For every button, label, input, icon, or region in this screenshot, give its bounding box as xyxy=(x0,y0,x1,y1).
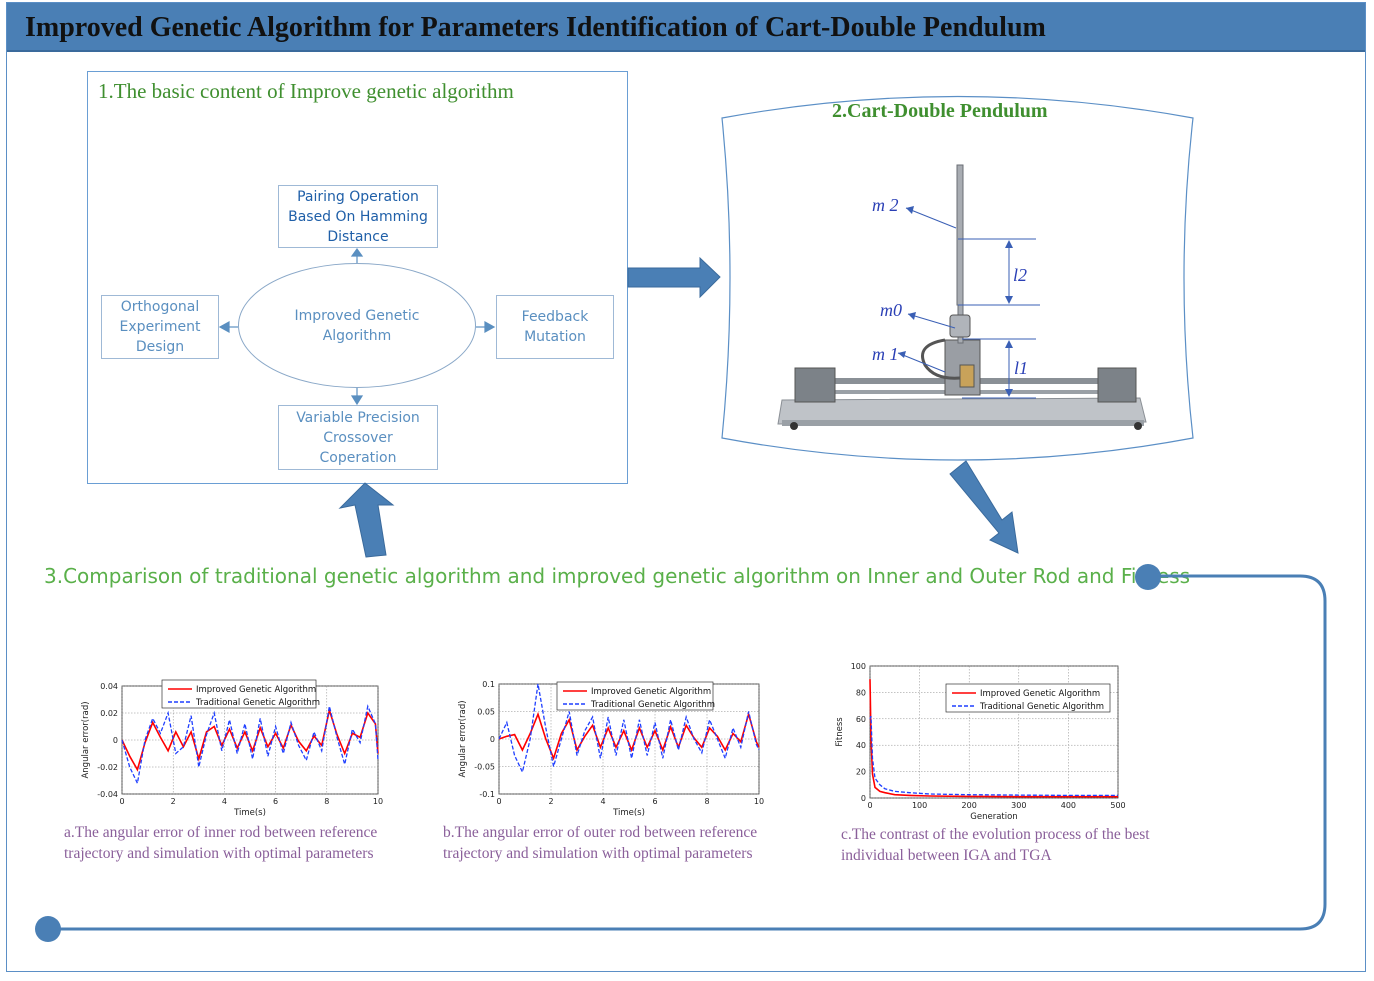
y-tick-label: 0.02 xyxy=(100,709,118,718)
caption-a: a.The angular error of inner rod between… xyxy=(64,824,378,862)
x-tick-label: 8 xyxy=(704,797,709,806)
x-tick-label: 2 xyxy=(548,797,553,806)
section2-title: 2.Cart-Double Pendulum xyxy=(832,100,1048,122)
label-m2: m 2 xyxy=(872,195,899,215)
y-tick-label: 0.1 xyxy=(482,680,495,689)
x-tick-label: 100 xyxy=(912,801,927,810)
x-tick-label: 0 xyxy=(496,797,501,806)
x-tick-label: 6 xyxy=(652,797,657,806)
x-tick-label: 8 xyxy=(324,797,329,806)
y-tick-label: 0.05 xyxy=(477,708,495,717)
legend-label-0: Improved Genetic Algorithm xyxy=(591,687,711,697)
legend-label-1: Traditional Genetic Algorithm xyxy=(590,700,715,710)
y-tick-label: 0 xyxy=(113,736,118,745)
y-tick-label: -0.04 xyxy=(97,790,118,799)
x-axis-label: Time(s) xyxy=(233,808,266,818)
section1-title: 1.The basic content of Improve genetic a… xyxy=(98,79,514,103)
label-m1: m 1 xyxy=(872,344,899,364)
y-tick-label: 100 xyxy=(851,662,866,671)
y-tick-label: 60 xyxy=(856,715,866,724)
caption-c: c.The contrast of the evolution process … xyxy=(841,826,1150,864)
series-line-1 xyxy=(498,683,760,774)
legend-box xyxy=(161,679,317,709)
series-line-0 xyxy=(869,679,1118,798)
x-tick-label: 0 xyxy=(119,797,124,806)
poster-frame xyxy=(6,2,1366,972)
x-axis-label: Time(s) xyxy=(612,808,645,818)
y-axis-label: Fitness xyxy=(835,717,845,747)
y-axis-label: Angular error(rad) xyxy=(81,701,91,778)
arrow-down-right-icon xyxy=(949,460,1019,554)
y-tick-label: -0.05 xyxy=(474,763,495,772)
y-tick-label: 0 xyxy=(861,794,866,803)
section3-title: 3.Comparison of traditional genetic algo… xyxy=(44,564,1191,588)
x-tick-label: 10 xyxy=(373,797,383,806)
series-line-1 xyxy=(121,704,379,786)
legend-label-0: Improved Genetic Algorithm xyxy=(980,689,1100,699)
x-tick-label: 0 xyxy=(867,801,872,810)
y-tick-label: 0 xyxy=(490,735,495,744)
label-l2: l2 xyxy=(1013,265,1027,285)
label-m0: m0 xyxy=(880,300,902,320)
legend-label-1: Traditional Genetic Algorithm xyxy=(195,698,320,708)
x-tick-label: 10 xyxy=(754,797,764,806)
x-tick-label: 2 xyxy=(171,797,176,806)
x-tick-label: 200 xyxy=(962,801,977,810)
legend-box xyxy=(556,681,714,711)
y-tick-label: 20 xyxy=(856,768,866,777)
x-tick-label: 400 xyxy=(1061,801,1076,810)
y-tick-label: 40 xyxy=(856,741,866,750)
y-axis-label: Angular error(rad) xyxy=(458,700,468,777)
label-l1: l1 xyxy=(1014,358,1028,378)
legend-label-0: Improved Genetic Algorithm xyxy=(196,685,316,695)
x-tick-label: 4 xyxy=(222,797,227,806)
x-tick-label: 500 xyxy=(1110,801,1125,810)
x-axis-label: Generation xyxy=(970,812,1017,822)
y-tick-label: 80 xyxy=(856,688,866,697)
y-tick-label: -0.02 xyxy=(97,763,118,772)
cart-double-pendulum-illustration xyxy=(777,164,1147,430)
page-title: Improved Genetic Algorithm for Parameter… xyxy=(25,12,1046,43)
x-tick-label: 6 xyxy=(273,797,278,806)
series-line-1 xyxy=(869,715,1118,797)
legend-label-1: Traditional Genetic Algorithm xyxy=(979,702,1104,712)
x-tick-label: 4 xyxy=(600,797,605,806)
title-bar: Improved Genetic Algorithm for Parameter… xyxy=(7,3,1365,52)
series-line-0 xyxy=(498,711,760,761)
series-line-0 xyxy=(121,707,379,772)
legend-box xyxy=(945,683,1111,713)
y-tick-label: 0.04 xyxy=(100,682,118,691)
x-tick-label: 300 xyxy=(1011,801,1026,810)
caption-b: b.The angular error of outer rod between… xyxy=(443,824,758,862)
y-tick-label: -0.1 xyxy=(479,790,495,799)
arrow-right-icon xyxy=(627,256,721,299)
arrow-up-icon xyxy=(338,482,395,558)
